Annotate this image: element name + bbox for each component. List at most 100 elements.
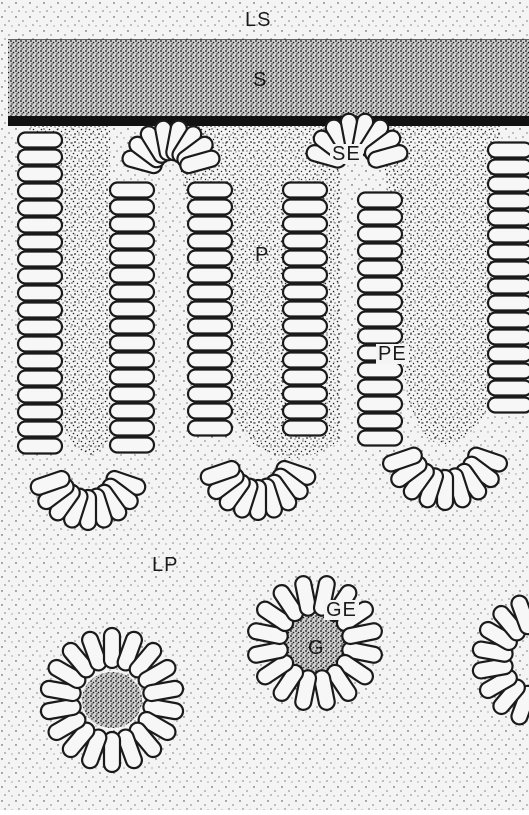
pit-cell [358, 278, 402, 293]
pit-cell [18, 286, 62, 301]
pit-cell [358, 227, 402, 242]
pit-cell [488, 364, 529, 379]
pit-cell [283, 217, 327, 232]
pit-cell [358, 414, 402, 429]
pit-cell [358, 431, 402, 446]
pit-cell [110, 438, 154, 453]
pit-cell [358, 295, 402, 310]
pit-cell [188, 183, 232, 198]
pit-cell [110, 302, 154, 317]
pit-cell [188, 370, 232, 385]
pit-cell [283, 387, 327, 402]
pit-cell [18, 337, 62, 352]
pit-cell [188, 285, 232, 300]
pit-cell [18, 269, 62, 284]
pit-cell [188, 404, 232, 419]
pit-cell [488, 279, 529, 294]
pit-cell [110, 370, 154, 385]
label-se: SE [330, 144, 363, 164]
pit-cell [358, 329, 402, 344]
pit-cell [488, 381, 529, 396]
pit-cell [358, 312, 402, 327]
pit-cell [18, 201, 62, 216]
pit-cell [488, 228, 529, 243]
pit-cell [110, 200, 154, 215]
pit-cell [110, 268, 154, 283]
pit-cell [110, 387, 154, 402]
pit-cell [18, 218, 62, 233]
pit-cell [358, 210, 402, 225]
pit-cell [188, 353, 232, 368]
pit-cell [18, 167, 62, 182]
pit-cell [110, 421, 154, 436]
pit-cell [283, 200, 327, 215]
pit-cell [358, 397, 402, 412]
pit-cell [488, 194, 529, 209]
pit-cell [188, 302, 232, 317]
pit-cell [110, 234, 154, 249]
pit-cell [488, 211, 529, 226]
label-pe: PE [376, 344, 409, 364]
pit-cell [488, 398, 529, 413]
pit-cell [488, 262, 529, 277]
pit-cell [283, 183, 327, 198]
pit-cell [488, 177, 529, 192]
pit-cell [283, 336, 327, 351]
pit-cell [18, 354, 62, 369]
pit-cell [358, 380, 402, 395]
pit-cell [18, 235, 62, 250]
pit-cell [283, 370, 327, 385]
pit-cell [283, 404, 327, 419]
pit-cell [283, 268, 327, 283]
label-ge: GE [324, 600, 359, 620]
pit-cell [110, 285, 154, 300]
pit-cell [283, 421, 327, 436]
label-p: P [255, 245, 269, 265]
pit-cell [110, 353, 154, 368]
pit-cell [283, 234, 327, 249]
pit-cell [358, 193, 402, 208]
pit-cell [18, 405, 62, 420]
pit-cell [110, 319, 154, 334]
pit-cell [188, 200, 232, 215]
pit-cell [488, 347, 529, 362]
pit-cell [488, 245, 529, 260]
pit-cell [110, 336, 154, 351]
label-lp: LP [152, 555, 178, 575]
pit-cell [188, 217, 232, 232]
pit-cell [358, 244, 402, 259]
pit-cell [283, 353, 327, 368]
pit-cell [110, 404, 154, 419]
pit-cell [188, 319, 232, 334]
pit-cell [488, 143, 529, 158]
pit-cell [18, 252, 62, 267]
pit-cell [18, 150, 62, 165]
pit-cell [188, 251, 232, 266]
pit-cell [488, 313, 529, 328]
pit-cell [18, 133, 62, 148]
surface-layer-band [8, 40, 529, 122]
label-s: S [253, 70, 267, 90]
pit-cell [283, 251, 327, 266]
pit-cell [188, 234, 232, 249]
pit-cell [18, 439, 62, 454]
pit-cell [358, 261, 402, 276]
pit-cell [488, 160, 529, 175]
label-g: G [308, 638, 325, 658]
pit-cell [188, 336, 232, 351]
pit-cell [18, 303, 62, 318]
pit-cell [188, 268, 232, 283]
pit-cell [18, 320, 62, 335]
gland-lumen-2 [82, 672, 142, 728]
pit-cell [110, 183, 154, 198]
pit-cell [188, 387, 232, 402]
pit-cell [18, 388, 62, 403]
pit-cell [18, 371, 62, 386]
pit-cell [110, 251, 154, 266]
pit-cell [488, 330, 529, 345]
pit-cell [283, 302, 327, 317]
pit-cell [283, 319, 327, 334]
pit-cell [283, 285, 327, 300]
